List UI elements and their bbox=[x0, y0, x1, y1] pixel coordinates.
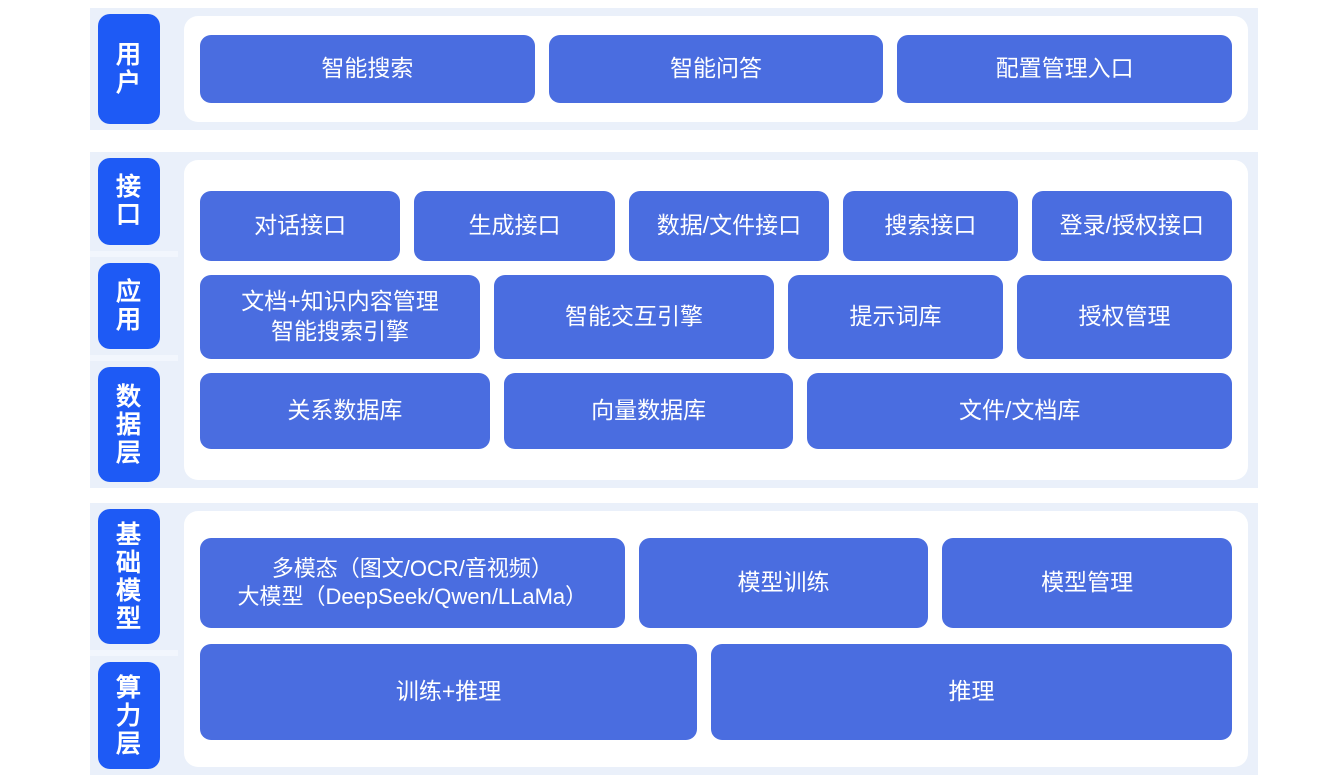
section-middle-tab-column: 接口 应用 数据层 bbox=[90, 152, 178, 488]
box-multimodal-large-model[interactable]: 多模态（图文/OCR/音视频） 大模型（DeepSeek/Qwen/LLaMa） bbox=[200, 538, 625, 628]
section-base: 基础模型 算力层 多模态（图文/OCR/音视频） 大模型（DeepSeek/Qw… bbox=[90, 503, 1258, 775]
box-dialog-api[interactable]: 对话接口 bbox=[200, 191, 401, 261]
box-search-api[interactable]: 搜索接口 bbox=[843, 191, 1018, 261]
box-model-management[interactable]: 模型管理 bbox=[942, 538, 1233, 628]
section-user-tab-column: 用户 bbox=[90, 8, 178, 130]
layer-tab-compute[interactable]: 算力层 bbox=[98, 662, 160, 769]
section-middle-panel: 对话接口 生成接口 数据/文件接口 搜索接口 登录/授权接口 文档+知识内容管理… bbox=[184, 160, 1248, 480]
box-document-knowledge-management[interactable]: 文档+知识内容管理 智能搜索引擎 bbox=[200, 275, 480, 359]
box-smart-search[interactable]: 智能搜索 bbox=[200, 35, 535, 103]
box-inference[interactable]: 推理 bbox=[711, 644, 1232, 740]
box-authorization-management[interactable]: 授权管理 bbox=[1017, 275, 1232, 359]
layer-tab-data[interactable]: 数据层 bbox=[98, 367, 160, 483]
tab-separator bbox=[90, 250, 178, 257]
layer-tab-application[interactable]: 应用 bbox=[98, 262, 160, 350]
layer-tab-interface[interactable]: 接口 bbox=[98, 158, 160, 245]
layer-tab-interface-label: 接口 bbox=[115, 173, 142, 230]
row-application: 文档+知识内容管理 智能搜索引擎 智能交互引擎 提示词库 授权管理 bbox=[200, 275, 1232, 359]
tab-separator bbox=[90, 650, 178, 656]
box-prompt-library[interactable]: 提示词库 bbox=[788, 275, 1003, 359]
box-smart-qa[interactable]: 智能问答 bbox=[548, 35, 884, 103]
box-relational-database[interactable]: 关系数据库 bbox=[200, 373, 490, 449]
section-user-panel: 智能搜索 智能问答 配置管理入口 bbox=[184, 16, 1248, 122]
layer-tab-compute-label: 算力层 bbox=[115, 673, 142, 758]
layer-tab-foundation-model[interactable]: 基础模型 bbox=[98, 509, 160, 644]
section-middle: 接口 应用 数据层 对话接口 生成接口 数据/文件接口 搜索接口 登录/授权接口… bbox=[90, 152, 1258, 488]
layer-tab-application-label: 应用 bbox=[115, 278, 142, 334]
row-compute: 训练+推理 推理 bbox=[200, 644, 1232, 740]
layer-tab-user-label: 用户 bbox=[115, 41, 142, 97]
box-config-management-entry[interactable]: 配置管理入口 bbox=[897, 35, 1233, 103]
box-model-training[interactable]: 模型训练 bbox=[638, 538, 929, 628]
box-login-auth-api[interactable]: 登录/授权接口 bbox=[1031, 191, 1233, 261]
row-model: 多模态（图文/OCR/音视频） 大模型（DeepSeek/Qwen/LLaMa）… bbox=[200, 538, 1233, 628]
box-file-document-store[interactable]: 文件/文档库 bbox=[807, 373, 1233, 449]
layer-tab-data-label: 数据层 bbox=[115, 382, 142, 467]
section-base-tab-column: 基础模型 算力层 bbox=[90, 503, 178, 775]
row-user-entries: 智能搜索 智能问答 配置管理入口 bbox=[200, 35, 1233, 103]
box-data-file-api[interactable]: 数据/文件接口 bbox=[628, 191, 830, 261]
tab-separator bbox=[90, 355, 178, 362]
layer-tab-user[interactable]: 用户 bbox=[98, 14, 160, 124]
layer-tab-foundation-model-label: 基础模型 bbox=[115, 520, 142, 633]
box-smart-interaction-engine[interactable]: 智能交互引擎 bbox=[494, 275, 774, 359]
box-training-inference[interactable]: 训练+推理 bbox=[200, 644, 698, 740]
row-interface: 对话接口 生成接口 数据/文件接口 搜索接口 登录/授权接口 bbox=[200, 191, 1233, 261]
row-data-layer: 关系数据库 向量数据库 文件/文档库 bbox=[200, 373, 1233, 449]
box-generation-api[interactable]: 生成接口 bbox=[414, 191, 615, 261]
box-vector-database[interactable]: 向量数据库 bbox=[503, 373, 794, 449]
section-base-panel: 多模态（图文/OCR/音视频） 大模型（DeepSeek/Qwen/LLaMa）… bbox=[184, 511, 1248, 767]
section-user: 用户 智能搜索 智能问答 配置管理入口 bbox=[90, 8, 1258, 130]
